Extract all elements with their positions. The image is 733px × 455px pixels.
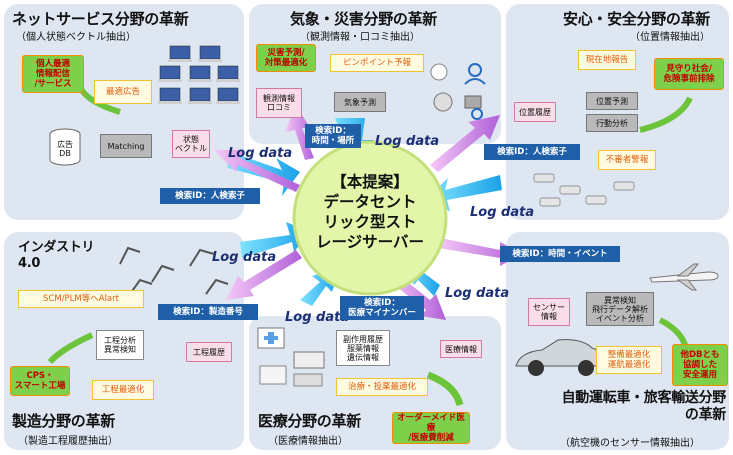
medical-info: 医療情報 [440, 340, 482, 358]
safety-suspicious: 不審者警報 [598, 150, 656, 170]
safety-history: 位置履歴 [514, 102, 556, 122]
industry-scm: SCM/PLM等へAlart [18, 290, 144, 308]
weather-subtitle: （観測情報・口コミ抽出） [300, 32, 420, 43]
weather-obs: 観測情報 口コミ [256, 88, 302, 118]
net-title: ネットサービス分野の革新 [12, 10, 189, 28]
log-data-label-safety: Log data [470, 205, 535, 220]
laptop-group-icon [150, 44, 240, 114]
industry-search-id: 検索ID：製造番号 [158, 304, 258, 320]
medical-order: オーダーメイド医療 /医療費削減 [392, 412, 470, 444]
robot-arm-icons [110, 236, 240, 298]
auto-cooperation: 他DBとも 協調した 安全運用 [672, 344, 728, 386]
log-data-label-medical: Log data [285, 310, 350, 325]
arrow-safety-in [430, 175, 502, 212]
center-title: 【本提案】 データセント リック型スト レージサーバー [315, 173, 425, 251]
log-data-label-weather: Log data [375, 134, 440, 149]
weather-disaster: 災害予測/ 対策最適化 [256, 44, 316, 72]
safety-report: 現在地報告 [578, 50, 636, 70]
net-ad: 最適広告 [94, 80, 152, 104]
net-search-id: 検索ID：人検索子 [160, 188, 260, 204]
safety-search-id: 検索ID：人検索子 [484, 144, 580, 160]
medical-subtitle: （医療情報抽出） [268, 436, 348, 447]
weather-sensor-icons [425, 58, 495, 126]
arrow-medical-flow [426, 371, 464, 407]
medical-treatment: 治療・投薬最適化 [336, 378, 428, 396]
database-icon [48, 128, 82, 166]
weather-search-id: 検索ID： 時間・場所 [305, 124, 361, 148]
arrow-auto-flow [658, 317, 688, 347]
arrow-net-out [214, 150, 300, 192]
log-data-label-net: Log data [228, 146, 293, 161]
safety-title: 安心・安全分野の革新 [563, 10, 711, 28]
arrow-safety-out [430, 115, 500, 172]
safety-watch: 見守り社会/ 危険事前排除 [654, 58, 724, 90]
industry-cps: CPS・ スマート工場 [10, 366, 70, 396]
log-data-label-industry: Log data [212, 250, 277, 265]
industry-title: インダストリ 4.0 [18, 240, 95, 271]
industry-optimize: 工程最適化 [92, 380, 154, 400]
auto-analysis: 異常検知 飛行データ解析 イベント分析 [586, 292, 654, 326]
net-db-label: 広告 DB [57, 140, 73, 158]
arrow-safety-flow [639, 96, 693, 133]
industry-analysis: 工程分析 異常検知 [96, 330, 144, 360]
safety-behavior: 行動分析 [586, 114, 638, 132]
net-personal-info: 個人最適 情報配信 /サービス [22, 55, 84, 93]
arrow-industry-flow [47, 332, 94, 365]
arrow-industry-out [226, 250, 302, 300]
medical-records: 副作用履歴 服薬情報 遺伝情報 [336, 330, 390, 366]
camera-group-icon [530, 168, 650, 214]
weather-pinpoint: ピンポイント予報 [330, 54, 424, 72]
auto-sensor: センサー 情報 [528, 298, 570, 326]
weather-forecast: 気象予測 [334, 92, 386, 112]
safety-subtitle: （位置情報抽出） [630, 32, 710, 43]
airplane-icon [648, 262, 720, 292]
log-data-label-auto: Log data [445, 286, 510, 301]
center-circle [292, 140, 448, 296]
auto-search-id: 検索ID：時間・イベント [500, 246, 620, 262]
medical-title: 医療分野の革新 [258, 412, 361, 430]
industry-history: 工程履歴 [186, 342, 232, 362]
medical-search-id: 検索ID： 医療マイナンバー [340, 296, 424, 320]
auto-subtitle: （航空機のセンサー情報抽出） [560, 438, 700, 449]
auto-maintenance: 整備最適化 運航最適化 [596, 346, 662, 374]
industry-bottom-title: 製造分野の革新 [12, 412, 115, 430]
auto-title: 自動運転車・旅客輸送分野 の革新 [561, 390, 727, 423]
arrow-industry-in [240, 222, 310, 258]
panel-net [4, 4, 244, 220]
net-matching: Matching [100, 134, 152, 158]
net-subtitle: （個人状態ベクトル抽出） [16, 32, 136, 43]
medical-equipment-icons [254, 322, 330, 392]
car-icon [512, 332, 608, 384]
net-state-vector: 状態 ベクトル [172, 130, 210, 158]
weather-title: 気象・災害分野の革新 [290, 10, 438, 28]
safety-position: 位置予測 [586, 92, 638, 110]
industry-bottom-subtitle: （製造工程履歴抽出） [18, 436, 118, 447]
